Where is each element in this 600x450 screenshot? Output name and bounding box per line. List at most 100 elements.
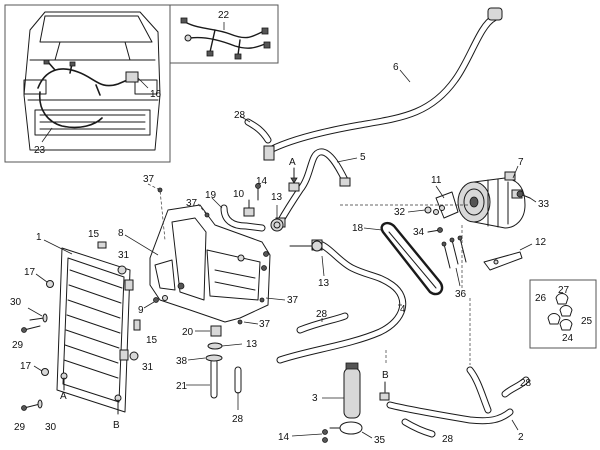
label-37-c: 37 xyxy=(287,295,299,306)
label-29-top: 29 xyxy=(12,340,24,351)
grommet-31-lower xyxy=(129,351,139,361)
label-1: 1 xyxy=(36,232,42,243)
label-5: 5 xyxy=(360,152,366,163)
inset-vehicle-front: 16 23 xyxy=(4,4,171,163)
gasket-13-lower xyxy=(207,342,223,350)
inset-harness: 22 xyxy=(169,4,279,64)
label-34: 34 xyxy=(413,227,425,238)
nut-17-top xyxy=(46,280,54,288)
label-37-d: 37 xyxy=(259,319,271,330)
label-10: 10 xyxy=(233,189,245,200)
wiring-harness-in-vehicle xyxy=(37,59,139,129)
label-12: 12 xyxy=(535,237,547,248)
label-14-bottom: 14 xyxy=(278,432,290,443)
inset-clips: 27 26 25 24 xyxy=(529,279,597,349)
connection-b-right: B xyxy=(379,370,390,401)
label-14-top: 14 xyxy=(256,176,268,187)
label-13-middle: 13 xyxy=(318,278,330,289)
hose-28-bottom xyxy=(401,418,436,438)
receiver-dryer xyxy=(343,362,361,419)
label-30-top: 30 xyxy=(10,297,22,308)
hose-28-right xyxy=(501,376,530,398)
valve-10 xyxy=(243,199,255,217)
marker-b-lower: B xyxy=(113,420,120,431)
inset-harness-frame xyxy=(169,4,279,64)
bolt-32 xyxy=(424,206,439,215)
label-28-top: 28 xyxy=(234,110,246,121)
label-38: 38 xyxy=(176,356,188,367)
label-20: 20 xyxy=(182,327,194,338)
label-23: 23 xyxy=(34,145,46,156)
label-15-top: 15 xyxy=(88,229,100,240)
evaporator-housing xyxy=(149,204,271,323)
label-29-lower: 29 xyxy=(14,422,26,433)
nut-17-lower xyxy=(41,368,49,376)
label-33: 33 xyxy=(538,199,550,210)
label-13-lower: 13 xyxy=(246,339,258,350)
label-31-top: 31 xyxy=(118,250,130,261)
label-4: 4 xyxy=(400,304,406,315)
label-11: 11 xyxy=(431,175,442,186)
washer-38 xyxy=(205,354,223,362)
label-27: 27 xyxy=(558,285,570,296)
marker-a-top: A xyxy=(289,157,296,168)
label-17-lower: 17 xyxy=(20,361,32,372)
label-28-lower-left: 28 xyxy=(232,414,244,425)
connection-a-lower: A xyxy=(60,377,67,402)
label-32: 32 xyxy=(394,207,406,218)
label-13-top: 13 xyxy=(271,192,283,203)
bolt-29-top xyxy=(21,325,41,333)
hose-28-top xyxy=(244,118,272,144)
label-28-center: 28 xyxy=(316,309,328,320)
bolt-14-top xyxy=(255,183,261,201)
bolts-36 xyxy=(441,235,467,269)
clips-illustration xyxy=(547,293,573,331)
label-15-lower: 15 xyxy=(146,335,158,346)
condenser xyxy=(56,247,134,413)
clamp-35 xyxy=(329,421,363,435)
vehicle-front-illustration xyxy=(23,11,161,151)
drive-belt xyxy=(380,221,444,296)
compressor-bracket xyxy=(435,191,459,219)
screw-9 xyxy=(153,297,159,303)
label-35: 35 xyxy=(374,435,386,446)
label-17-top: 17 xyxy=(24,267,36,278)
label-24: 24 xyxy=(562,333,574,344)
hose-5 xyxy=(275,148,351,228)
inset-vehicle-frame xyxy=(4,4,171,163)
marker-b-right: B xyxy=(382,370,389,381)
label-18: 18 xyxy=(352,223,364,234)
label-37-a: 37 xyxy=(143,174,155,185)
valve-20 xyxy=(210,325,222,337)
bolt-34 xyxy=(427,227,443,233)
hose-2 xyxy=(386,366,514,425)
label-28-right: 28 xyxy=(520,378,532,389)
bolt-33 xyxy=(516,190,531,199)
label-9-lower: 9 xyxy=(138,305,144,316)
fitting-19 xyxy=(220,204,266,232)
screw-9-right xyxy=(261,251,269,271)
marker-a-lower: A xyxy=(60,391,67,402)
hose-28-center xyxy=(296,312,349,334)
hose-6 xyxy=(263,7,503,161)
connection-b-lower: B xyxy=(113,399,120,431)
label-16: 16 xyxy=(150,89,162,100)
label-31-lower: 31 xyxy=(142,362,154,373)
bolt-30-top xyxy=(29,313,48,323)
grommet-31-top xyxy=(117,265,127,275)
bracket-15-top xyxy=(97,241,107,249)
label-22: 22 xyxy=(218,10,230,21)
label-3: 3 xyxy=(312,393,318,404)
oring-13-top xyxy=(270,218,284,232)
label-2: 2 xyxy=(518,432,524,443)
bracket-12 xyxy=(483,251,523,271)
label-21: 21 xyxy=(176,381,188,392)
label-7: 7 xyxy=(518,157,524,168)
label-36: 36 xyxy=(455,289,467,300)
label-28-bottom: 28 xyxy=(442,434,454,445)
bolt-29-lower xyxy=(21,403,41,411)
connection-a-top: A xyxy=(288,157,300,192)
oring-13-middle xyxy=(289,240,323,252)
